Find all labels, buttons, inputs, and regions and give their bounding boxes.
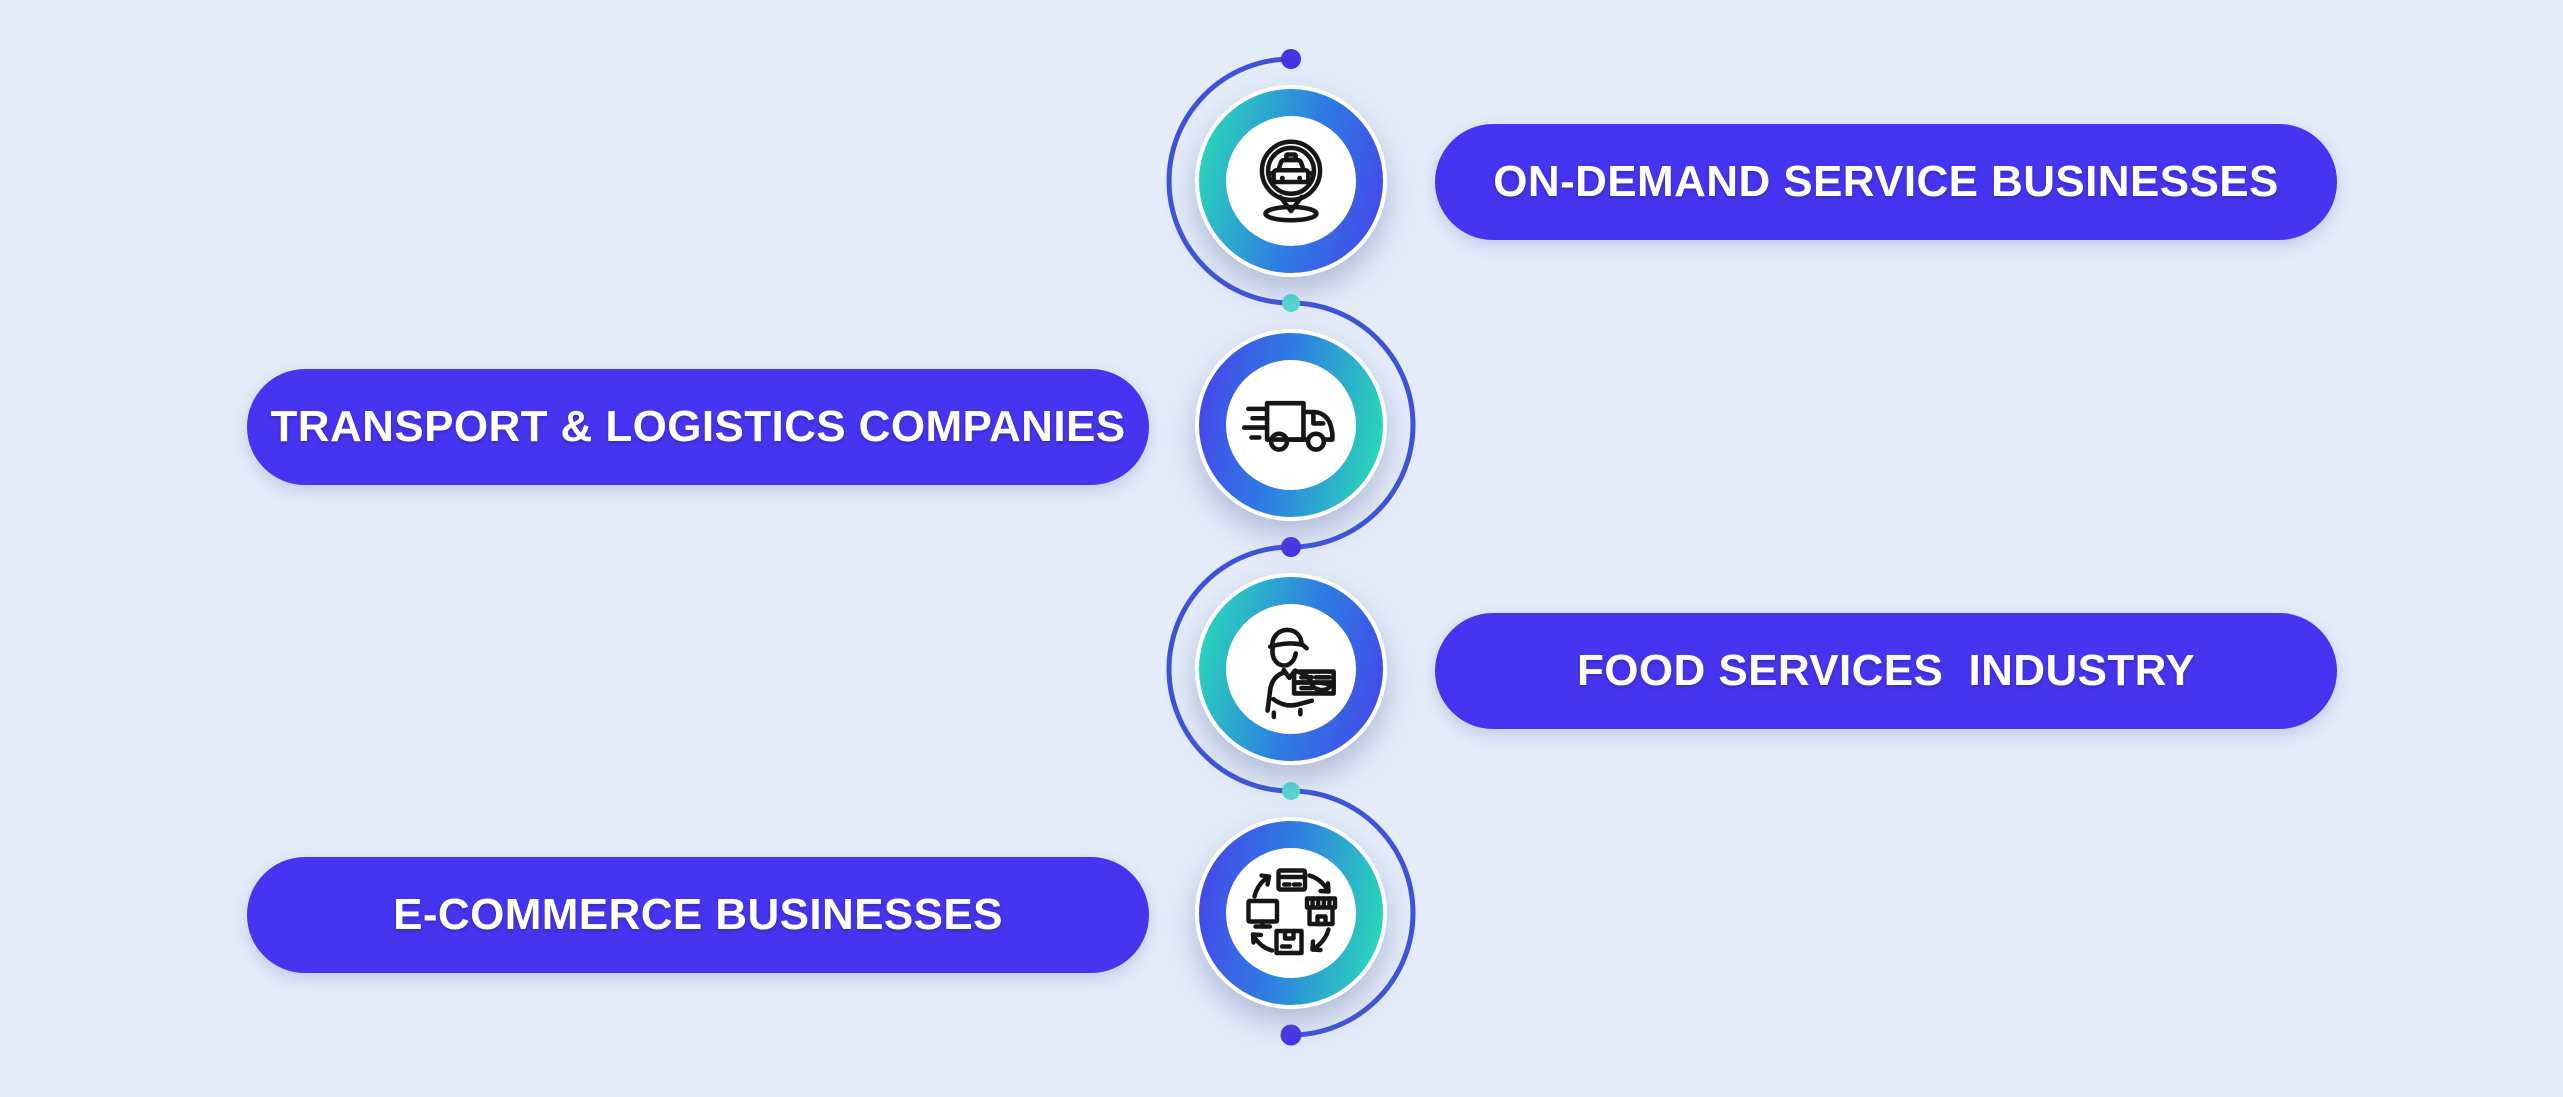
connector-dot-indigo	[1281, 537, 1301, 557]
milestone-node-1	[1195, 85, 1387, 277]
icon-disc	[1226, 848, 1356, 978]
connector-dot-teal	[1282, 294, 1300, 312]
connector-dot-teal	[1282, 782, 1300, 800]
pill-label: E-COMMERCE BUSINESSES	[393, 890, 1003, 939]
ecommerce-cycle-icon	[1246, 868, 1338, 956]
gradient-ring	[1195, 817, 1387, 1009]
gradient-ring	[1195, 573, 1387, 765]
connector-dot-indigo	[1280, 1024, 1302, 1046]
milestone-node-4	[1195, 817, 1387, 1009]
label-pill-on-demand: ON-DEMAND SERVICE BUSINESSES	[1435, 124, 2337, 240]
milestone-node-3	[1195, 573, 1387, 765]
delivery-truck-icon	[1241, 400, 1335, 452]
taxi-location-pin-icon	[1259, 139, 1323, 223]
milestone-node-2	[1195, 329, 1387, 521]
icon-disc	[1226, 604, 1356, 734]
gradient-ring	[1195, 329, 1387, 521]
label-pill-ecommerce: E-COMMERCE BUSINESSES	[247, 857, 1149, 973]
pill-label: TRANSPORT & LOGISTICS COMPANIES	[270, 402, 1126, 451]
pill-label: ON-DEMAND SERVICE BUSINESSES	[1493, 157, 2279, 206]
label-pill-food-services: FOOD SERVICES INDUSTRY	[1435, 613, 2337, 729]
pill-label: FOOD SERVICES INDUSTRY	[1577, 646, 2195, 695]
delivery-person-icon	[1265, 627, 1336, 720]
connector-dot-indigo	[1281, 49, 1301, 69]
icon-disc	[1226, 360, 1356, 490]
label-pill-transport: TRANSPORT & LOGISTICS COMPANIES	[247, 369, 1149, 485]
gradient-ring	[1195, 85, 1387, 277]
icon-disc	[1226, 116, 1356, 246]
